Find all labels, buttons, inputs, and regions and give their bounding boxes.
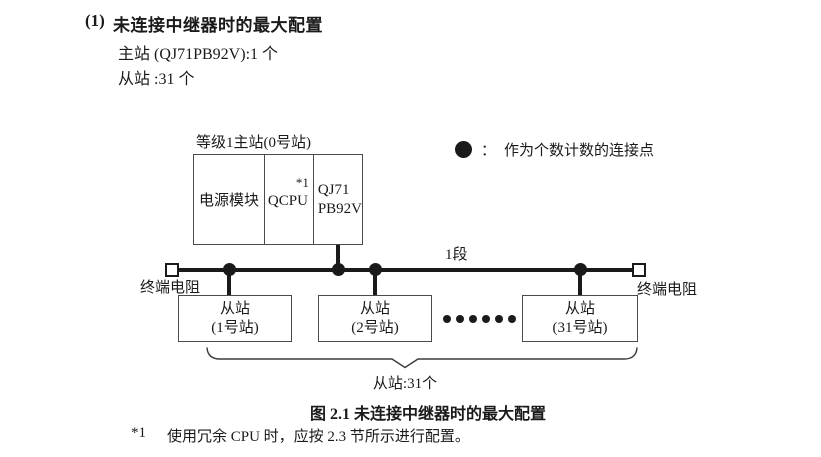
slave-station-box-1: 从站 (1号站) [178,295,292,342]
slave1-drop-line [227,270,231,296]
ellipsis-dots-icon [443,315,516,323]
bus-line [179,268,632,272]
connection-dot [369,263,382,276]
power-module-cell: 电源模块 [194,155,265,244]
slave2-drop-line [373,270,377,296]
master-drop-line [336,245,340,270]
master-station-label: 等级1主站(0号站) [196,135,311,151]
legend: ： 作为个数计数的连接点 [455,139,654,160]
brace-label: 从站:31个 [372,376,438,392]
slaves-brace [206,347,638,369]
slave31-line2: (31号站) [552,319,608,336]
slave-station-box-2: 从站 (2号站) [318,295,432,342]
segment-label: 1段 [445,247,468,263]
master-count-text: 主站 (QJ71PB92V):1 个 [118,46,279,63]
network-module-line1: QJ71 [317,181,350,198]
connection-dot [223,263,236,276]
cpu-footnote-ref: *1 [295,175,309,190]
slave31-drop-line [578,270,582,296]
slave-station-box-31: 从站 (31号站) [522,295,638,342]
master-station-box: 电源模块 *1 QCPU QJ71 PB92V [193,154,363,245]
slave1-line1: 从站 [219,300,250,317]
terminator-left-label: 终端电阻 [140,280,201,296]
slave31-line1: 从站 [564,300,595,317]
terminator-right-label: 终端电阻 [637,282,698,298]
connection-point-icon [455,141,472,158]
network-module-cell: QJ71 PB92V [314,155,362,244]
connection-dot [332,263,345,276]
network-module-line2: PB92V [317,200,362,217]
cpu-label: QCPU [267,193,308,209]
cpu-cell: *1 QCPU [265,155,314,244]
section-title: 未连接中继器时的最大配置 [113,16,323,35]
terminating-resistor-right-icon [632,263,646,277]
legend-text: 作为个数计数的连接点 [504,143,655,159]
slave2-line1: 从站 [359,300,390,317]
section-number: (1) [85,11,105,30]
legend-separator: ： [481,143,497,159]
slave-count-text: 从站 :31 个 [118,71,195,88]
connection-dot [574,263,587,276]
figure-caption: 图 2.1 未连接中继器时的最大配置 [310,406,547,423]
slave1-line2: (1号站) [211,319,259,336]
terminating-resistor-left-icon [165,263,179,277]
slave2-line2: (2号站) [351,319,399,336]
footnote-marker: *1 [131,425,146,441]
footnote-text: 使用冗余 CPU 时，应按 2.3 节所示进行配置。 [167,429,470,445]
